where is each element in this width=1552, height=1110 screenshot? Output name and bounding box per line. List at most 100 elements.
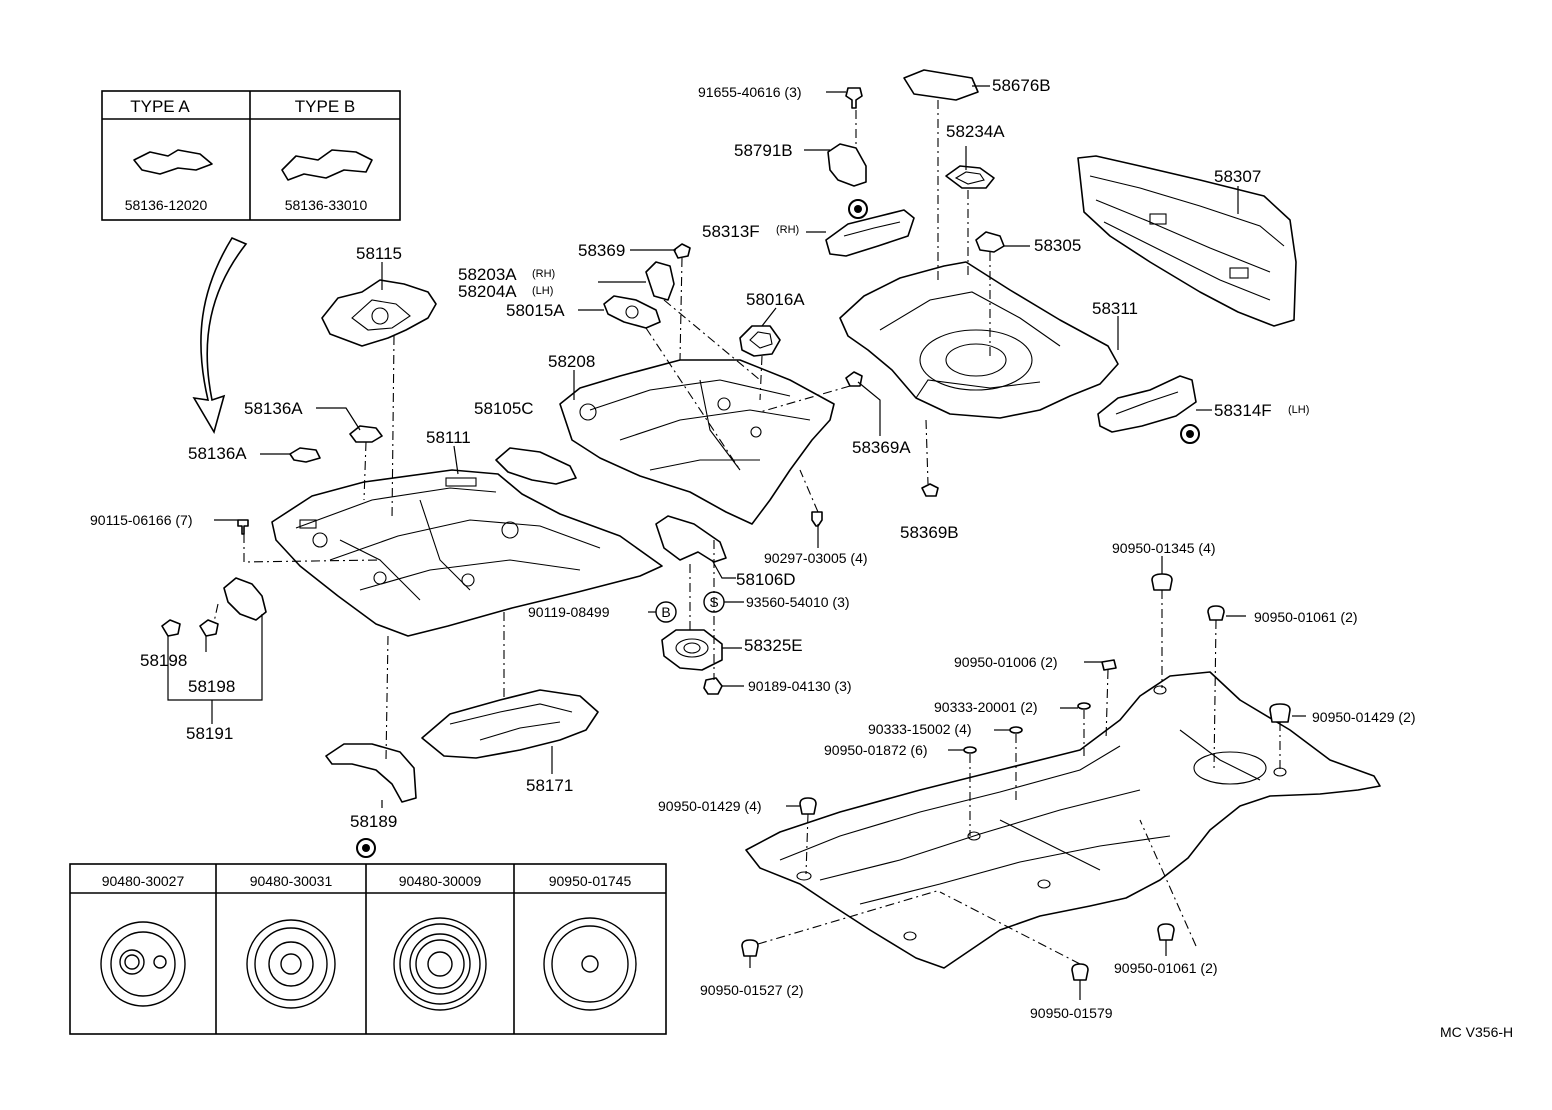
label-58313f-side: (RH) <box>776 224 799 236</box>
label-90950-01345: 90950-01345 (4) <box>1112 540 1216 556</box>
label-90297: 90297-03005 (4) <box>764 550 868 566</box>
label-90119: 90119-08499 <box>528 604 610 620</box>
marker-s-label: S <box>709 594 718 610</box>
footer-code: MC V356-H <box>1440 1024 1513 1040</box>
part-58115 <box>321 279 437 347</box>
label-90950-01872: 90950-01872 (6) <box>824 742 928 758</box>
label-58314f-side: (LH) <box>1288 404 1309 416</box>
part-58106d <box>655 515 727 563</box>
part-58171 <box>421 689 599 759</box>
label-58198-b: 58198 <box>188 677 235 696</box>
label-58369a: 58369A <box>852 438 911 457</box>
label-58115: 58115 <box>356 244 402 263</box>
part-58136a-upper <box>349 425 383 443</box>
marker-dot-58314f <box>1180 424 1200 444</box>
plug-90950-01429-a <box>1269 703 1291 723</box>
type-a-insulator <box>133 149 213 175</box>
part-58136a-lower <box>289 447 321 463</box>
label-58204a: 58204A <box>458 282 517 301</box>
label-58015a: 58015A <box>506 301 565 320</box>
part-58105c <box>495 447 577 485</box>
plug-90950-01579 <box>1071 963 1089 981</box>
plug-90950-01061-b <box>1157 923 1175 941</box>
part-58015a <box>603 295 661 329</box>
label-90950-01061-b: 90950-01061 (2) <box>1114 960 1218 976</box>
label-58203a-side: (RH) <box>532 268 555 280</box>
part-58307 <box>1077 155 1297 327</box>
label-90950-01006: 90950-01006 (2) <box>954 654 1058 670</box>
label-90950-01527: 90950-01527 (2) <box>700 982 804 998</box>
part-58313f <box>825 209 915 257</box>
part-58305 <box>975 231 1005 253</box>
part-58791b <box>827 143 867 187</box>
label-58676b: 58676B <box>992 76 1051 95</box>
plug-90950-01006 <box>1101 659 1117 671</box>
label-58369: 58369 <box>578 241 625 260</box>
label-58325e: 58325E <box>744 636 803 655</box>
marker-dot-58313f <box>848 199 868 219</box>
rear-floor-group <box>825 69 1297 433</box>
type-b-code: 58136-33010 <box>285 197 368 213</box>
label-58198-a: 58198 <box>140 651 187 670</box>
plug-90950-01527 <box>741 939 759 957</box>
label-58369b: 58369B <box>900 523 959 542</box>
label-90115: 90115-06166 (7) <box>90 512 192 528</box>
plug-90950-01429-b <box>799 797 817 815</box>
plug-drawing-1 <box>100 921 186 1007</box>
label-58105c: 58105C <box>474 399 534 418</box>
marker-s-circle <box>703 591 725 613</box>
part-58198-b <box>199 619 219 637</box>
label-58106d: 58106D <box>736 570 796 589</box>
plug-header-3: 90480-30009 <box>399 873 482 889</box>
part-58208 <box>559 359 835 525</box>
label-90950-01579: 90950-01579 <box>1030 1005 1113 1021</box>
type-b-header: TYPE B <box>295 97 355 116</box>
label-90189: 90189-04130 (3) <box>748 678 852 694</box>
part-58325e <box>661 629 723 671</box>
bolt-90115 <box>237 519 249 535</box>
type-a-code: 58136-12020 <box>125 197 208 213</box>
marker-dot-58314f-inner <box>1186 430 1194 438</box>
label-58203a: 58203A <box>458 265 517 284</box>
marker-b-circle <box>655 601 677 623</box>
type-a-header: TYPE A <box>130 97 190 116</box>
leader-lines <box>167 85 1306 1000</box>
plug-header-2: 90480-30031 <box>250 873 333 889</box>
label-58016a: 58016A <box>746 290 805 309</box>
marker-b-label: B <box>661 604 670 620</box>
front-floor-group <box>161 279 663 803</box>
underbody-panel <box>745 671 1381 969</box>
plug-90333-15002 <box>1009 726 1023 734</box>
part-58198-a <box>161 619 181 637</box>
bolt-91655 <box>845 87 863 109</box>
label-58234a: 58234A <box>946 122 1005 141</box>
bolt-90297 <box>811 511 823 527</box>
marker-dot-58313f-inner <box>854 205 862 213</box>
label-93560: 93560-54010 (3) <box>746 594 850 610</box>
plug-header-1: 90480-30027 <box>102 873 185 889</box>
plug-90950-01061-a <box>1207 605 1225 621</box>
label-58136a-b: 58136A <box>188 444 247 463</box>
part-58311 <box>839 261 1119 419</box>
label-58171: 58171 <box>526 776 573 795</box>
part-58676b <box>903 69 979 101</box>
plug-drawing-3 <box>393 917 487 1011</box>
label-58313f: 58313F <box>702 222 760 241</box>
type-b-insulator <box>281 149 373 181</box>
part-58111 <box>271 469 663 637</box>
label-58111: 58111 <box>426 428 471 447</box>
plug-drawing-4 <box>543 917 637 1011</box>
part-labels: 58115 58136A 58136A 58111 58105C 90115-0… <box>90 76 1513 1040</box>
underbody-group <box>741 573 1381 981</box>
label-58136a-a: 58136A <box>244 399 303 418</box>
part-58016a <box>739 325 781 357</box>
label-90333-15002: 90333-15002 (4) <box>868 721 972 737</box>
plug-90950-01345 <box>1151 573 1173 591</box>
plug-90950-01872 <box>963 746 977 754</box>
part-58369b <box>921 483 939 497</box>
curved-arrow <box>192 236 248 435</box>
label-58208: 58208 <box>548 352 595 371</box>
clip-90189 <box>703 677 723 695</box>
plug-table: 90480-30027 90480-30031 90480-30009 9095… <box>69 863 667 1035</box>
part-58314f <box>1097 375 1197 433</box>
